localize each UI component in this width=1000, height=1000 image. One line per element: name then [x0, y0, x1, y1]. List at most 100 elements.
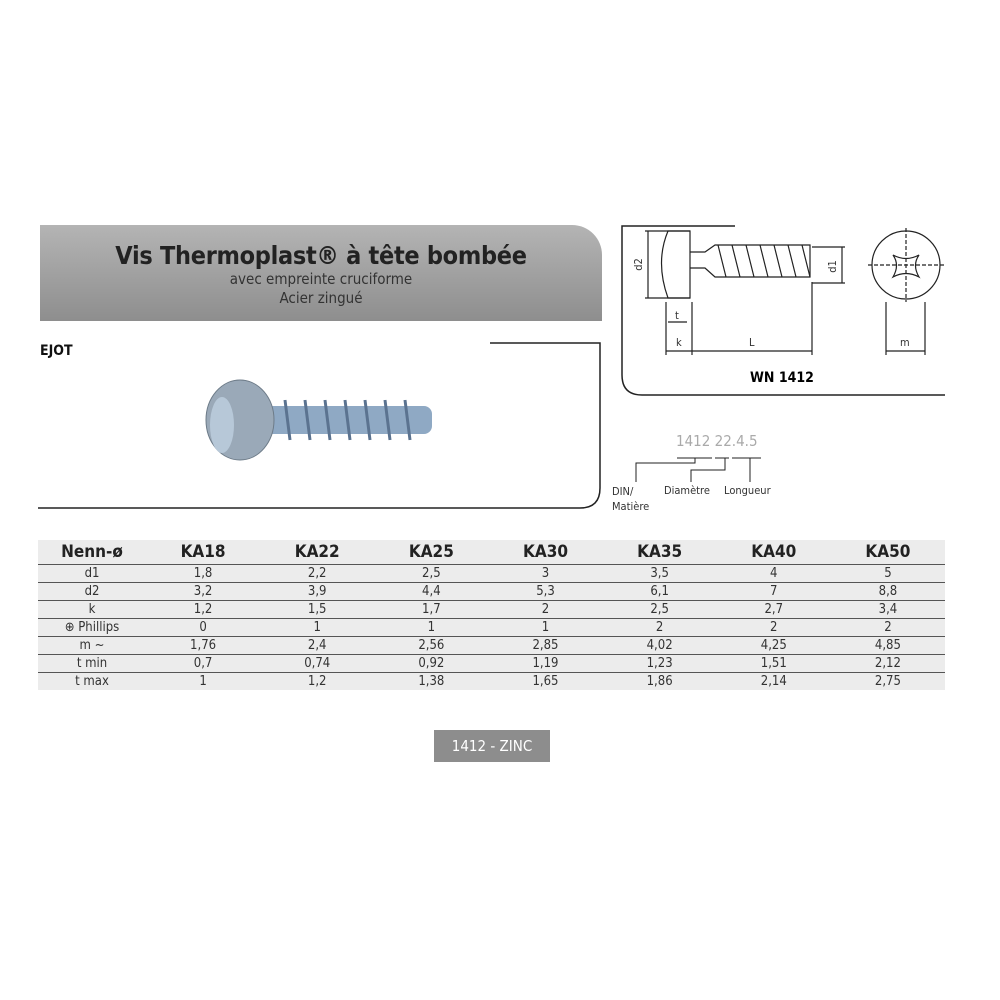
column-header: KA40 [716, 540, 831, 565]
row-label-text: k [88, 602, 96, 617]
table-cell: 0,7 [146, 654, 261, 673]
table-cell: 2 [602, 618, 717, 637]
code-label-diameter: Diamètre [664, 484, 710, 497]
dim-t: t [675, 309, 679, 322]
row-label-text: m ~ [79, 638, 105, 653]
table-cell: 2,12 [830, 654, 945, 673]
phillips-icon: ⊕ [64, 620, 79, 635]
table-cell: 1,2 [307, 674, 327, 689]
code-brackets [635, 457, 761, 482]
table-cell: 1,19 [488, 654, 603, 673]
table-cell: 1,38 [418, 674, 445, 689]
table-cell: 2,7 [716, 600, 831, 619]
table-cell: 1 [374, 618, 489, 637]
table-cell: 3,5 [602, 564, 717, 583]
column-header: KA25 [374, 540, 489, 565]
table-cell: 2 [716, 618, 831, 637]
table-cell: 1,23 [602, 654, 717, 673]
code-label-length: Longueur [724, 484, 771, 497]
table-cell: 1,65 [532, 674, 559, 689]
table-cell: 4,02 [602, 636, 717, 655]
table-cell: 4,25 [716, 636, 831, 655]
title-banner: Vis Thermoplast® à tête bombée avec empr… [40, 225, 602, 321]
dim-k: k [676, 336, 682, 349]
row-label-text: d2 [84, 584, 100, 599]
table-cell: 0 [146, 618, 261, 637]
table-cell: 8,8 [830, 582, 945, 601]
table-cell: 1 [488, 618, 603, 637]
table-cell: 0,74 [260, 654, 375, 673]
row-label-text: Phillips [78, 620, 120, 635]
column-header: KA35 [602, 540, 717, 565]
zinc-button[interactable]: 1412 - ZINC [434, 730, 550, 762]
table-cell: 2,4 [260, 636, 375, 655]
row-label-text: t max [75, 674, 109, 689]
table-cell: 1,2 [146, 600, 261, 619]
row-label: t max [38, 673, 146, 691]
table-cell: 5,3 [488, 582, 603, 601]
subtitle-2: Acier zingué [279, 289, 363, 307]
row-label: d2 [38, 582, 146, 601]
column-header: KA50 [830, 540, 945, 565]
table-cell: 2,5 [374, 564, 489, 583]
table-cell: 4,85 [830, 636, 945, 655]
table-cell: 4 [716, 564, 831, 583]
dim-l: L [749, 336, 755, 349]
table-cell: 2,2 [260, 564, 375, 583]
table-cell: 1 [260, 618, 375, 637]
table-cell: 2,14 [760, 674, 787, 689]
table-cell: 1,86 [646, 674, 673, 689]
row-label: k [38, 600, 146, 619]
table-cell: 1,7 [374, 600, 489, 619]
dim-m: m [900, 336, 910, 349]
row-label: m ~ [38, 636, 146, 655]
column-header: KA30 [488, 540, 603, 565]
table-cell: 7 [716, 582, 831, 601]
table-cell: 3,4 [830, 600, 945, 619]
page-title: Vis Thermoplast® à tête bombée [115, 241, 527, 270]
table-cell: 1,5 [260, 600, 375, 619]
dim-d2: d2 [631, 258, 645, 271]
subtitle-1: avec empreinte cruciforme [229, 270, 413, 288]
screw-photo [205, 379, 432, 461]
column-header: KA18 [146, 540, 261, 565]
column-header: Nenn-ø [38, 540, 146, 565]
table-cell: 5 [830, 564, 945, 583]
table-cell: 1,76 [146, 636, 261, 655]
table-cell: 2 [488, 600, 603, 619]
table-cell: 3,9 [260, 582, 375, 601]
row-label-text: d1 [84, 566, 100, 581]
brand-label: EJOT [40, 343, 73, 359]
table-cell: 2 [830, 618, 945, 637]
table-cell: 0,92 [374, 654, 489, 673]
table-cell: 2,56 [374, 636, 489, 655]
screw-diagram [645, 228, 944, 355]
row-label: t min [38, 654, 146, 673]
table-cell: 2,75 [874, 674, 901, 689]
code-label-din: DIN/ Matière [612, 485, 650, 513]
table-cell: 3,2 [146, 582, 261, 601]
table-cell: 3 [488, 564, 603, 583]
table-cell: 1,51 [716, 654, 831, 673]
row-label: d1 [38, 564, 146, 583]
table-cell: 4,4 [374, 582, 489, 601]
row-label: ⊕ Phillips [38, 618, 146, 637]
table-cell: 1 [199, 674, 207, 689]
row-label-text: t min [76, 656, 108, 671]
table-cell: 6,1 [602, 582, 717, 601]
dim-d1: d1 [825, 260, 839, 273]
order-code: 1412 22.4.5 [676, 432, 758, 450]
diagram-title: WN 1412 [750, 370, 814, 386]
table-cell: 1,8 [146, 564, 261, 583]
table-row: t max 1 1,2 1,38 1,65 1,86 2,14 2,75 [38, 673, 945, 691]
column-header: KA22 [260, 540, 375, 565]
